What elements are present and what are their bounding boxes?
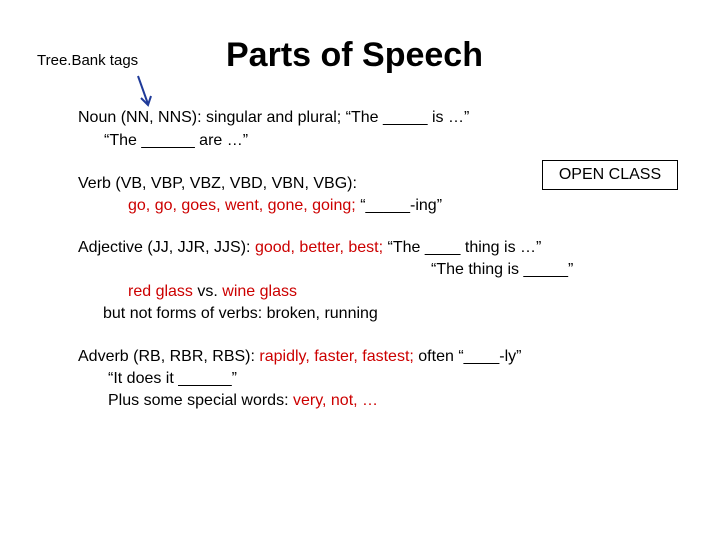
adjective-contrast: red glass vs. wine glass [128,282,297,302]
adverb-line-1: Adverb (RB, RBR, RBS): rapidly, faster, … [78,347,521,367]
noun-line-2: “The ______ are …” [104,132,249,149]
adjective-line-1: Adjective (JJ, JJR, JJS): good, better, … [78,238,541,258]
verb-examples: go, go, goes, went, gone, going; [128,197,356,214]
adverb-tag: Adverb (RB, RBR, RBS): [78,348,255,365]
verb-frame: “_____-ing” [360,197,443,214]
adverb-frame: often “____-ly” [418,348,522,365]
treebank-tags-label: Tree.Bank tags [37,52,139,69]
adverb-line-3: Plus some special words: very, not, … [108,391,378,411]
adverb-special-words: very, not, … [292,392,379,409]
adverb-line-2: “It does it ______” [108,370,237,387]
adverb-examples: rapidly, faster, fastest; [259,348,414,365]
adjective-note: but not forms of verbs: broken, running [103,305,378,322]
verb-line-1: Verb (VB, VBP, VBZ, VBD, VBN, VBG): [78,175,357,192]
open-class-box: OPEN CLASS [542,160,678,190]
adjective-examples: good, better, best; [254,239,384,256]
arrow-down-icon [137,75,152,107]
adjective-contrast-wine-glass: wine glass [222,283,297,300]
adjective-contrast-vs: vs. [192,283,223,300]
page-title: Parts of Speech [226,36,483,74]
noun-line-1: Noun (NN, NNS): singular and plural; “Th… [78,109,470,126]
adverb-special-prefix: Plus some special words: [108,392,289,409]
adjective-frame-2: “The thing is _____” [431,261,574,278]
adjective-tag: Adjective (JJ, JJR, JJS): [78,239,251,256]
verb-line-2: go, go, goes, went, gone, going; “_____-… [128,196,442,216]
adjective-frame-1: “The ____ thing is …” [387,239,542,256]
adjective-contrast-red-glass: red glass [128,283,193,300]
